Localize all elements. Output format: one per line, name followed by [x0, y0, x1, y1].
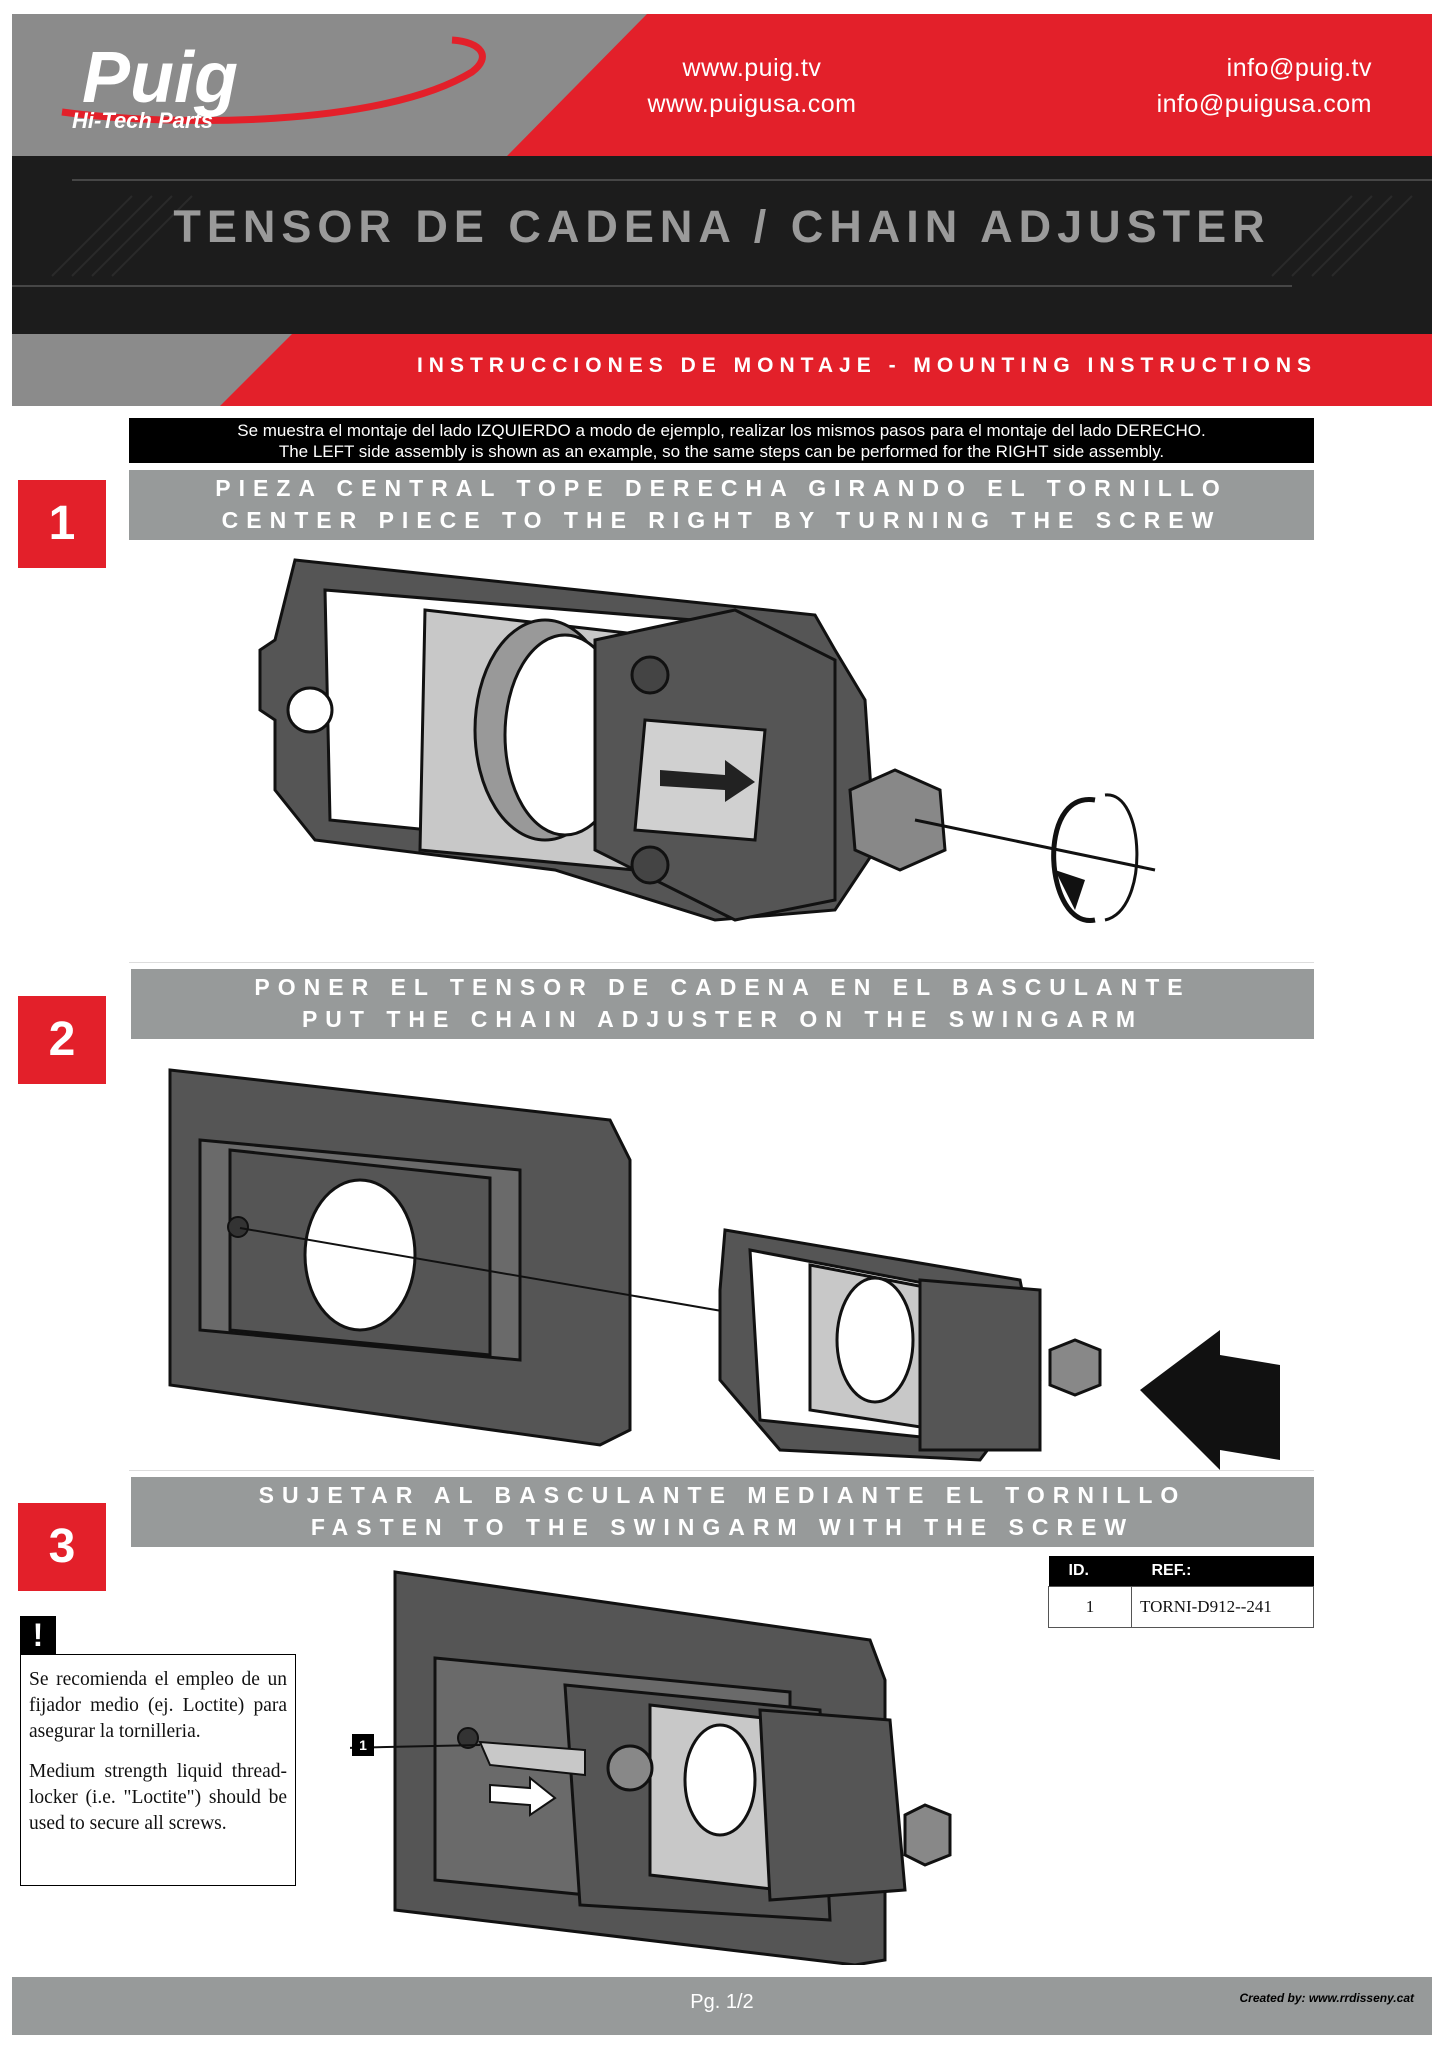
step-2-heading: PONER EL TENSOR DE CADENA EN EL BASCULAN…	[131, 969, 1314, 1039]
step-3-heading: SUJETAR AL BASCULANTE MEDIANTE EL TORNIL…	[131, 1477, 1314, 1547]
step-3-es: SUJETAR AL BASCULANTE MEDIANTE EL TORNIL…	[258, 1482, 1187, 1508]
step-3-illustration	[350, 1570, 952, 1965]
step-3-en: FASTEN TO THE SWINGARM WITH THE SCREW	[310, 1514, 1135, 1540]
screw-icon	[478, 1740, 586, 1777]
fasten-arrow-icon	[489, 1775, 557, 1817]
warning-text-es: Se recomienda el empleo de un fijador me…	[29, 1669, 287, 1742]
bolt-icon	[1048, 1338, 1102, 1397]
step-1-en: CENTER PIECE TO THE RIGHT BY TURNING THE…	[221, 507, 1222, 533]
step-separator	[129, 1470, 1314, 1471]
step-separator	[129, 962, 1314, 963]
logo-tagline: Hi-Tech Parts	[72, 108, 213, 133]
step-3-number: 3	[18, 1503, 106, 1591]
email-puig[interactable]: info@puig.tv	[1226, 54, 1372, 82]
website-puig[interactable]: www.puig.tv	[682, 54, 822, 82]
credit: Created by: www.rrdisseny.cat	[1239, 1991, 1414, 2005]
page-subtitle: INSTRUCCIONES DE MONTAJE - MOUNTING INST…	[416, 354, 1318, 377]
direction-arrow-icon	[660, 760, 755, 802]
step-2-number: 2	[18, 996, 106, 1084]
ref-header-ref: REF.:	[1131, 1556, 1314, 1587]
callout-label: 1	[352, 1734, 374, 1756]
header-red-panel	[507, 14, 1432, 156]
page-number: Pg. 1/2	[690, 1991, 754, 2013]
insert-arrow-icon	[1140, 1330, 1280, 1470]
puig-logo: Puig Hi-Tech Parts	[61, 36, 486, 133]
warning-icon: !	[20, 1616, 56, 1654]
logo-wordmark: Puig	[82, 38, 238, 118]
title-band: TENSOR DE CADENA / CHAIN ADJUSTER	[12, 156, 1432, 334]
step-1-es: PIEZA CENTRAL TOPE DERECHA GIRANDO EL TO…	[215, 475, 1228, 501]
subtitle-band: INSTRUCCIONES DE MONTAJE - MOUNTING INST…	[12, 334, 1432, 406]
reference-table: ID. REF.: 1 TORNI-D912--241	[1048, 1556, 1314, 1628]
warning-box: Se recomienda el empleo de un fijador me…	[20, 1654, 296, 1886]
ref-code: TORNI-D912--241	[1131, 1586, 1314, 1628]
warning-text-en: Medium strength liquid thread-locker (i.…	[29, 1761, 287, 1834]
email-puigusa[interactable]: info@puigusa.com	[1156, 90, 1372, 118]
bolt-icon	[848, 768, 947, 872]
note-line-es: Se muestra el montaje del lado IZQUIERDO…	[237, 421, 1206, 440]
page-title: TENSOR DE CADENA / CHAIN ADJUSTER	[173, 201, 1271, 252]
step-2-en: PUT THE CHAIN ADJUSTER ON THE SWINGARM	[301, 1006, 1144, 1032]
step-2-illustration	[168, 1068, 1280, 1470]
subtitle-red-panel	[220, 334, 1432, 406]
title-stripes	[12, 179, 1432, 287]
ref-header-id: ID.	[1048, 1556, 1132, 1587]
header-banner: Puig Hi-Tech Parts www.puig.tv www.puigu…	[12, 14, 1432, 156]
footer: Pg. 1/2 Created by: www.rrdisseny.cat	[12, 1977, 1432, 2035]
step-2-es: PONER EL TENSOR DE CADENA EN EL BASCULAN…	[254, 974, 1191, 1000]
table-row: 1 TORNI-D912--241	[1048, 1586, 1314, 1628]
bolt-icon	[903, 1803, 952, 1867]
ref-id: 1	[1048, 1586, 1132, 1628]
step-1-heading: PIEZA CENTRAL TOPE DERECHA GIRANDO EL TO…	[129, 470, 1314, 540]
website-puigusa[interactable]: www.puigusa.com	[647, 90, 857, 118]
assembly-note: Se muestra el montaje del lado IZQUIERDO…	[129, 418, 1314, 463]
rotate-arrow-icon	[1051, 797, 1096, 923]
note-line-en: The LEFT side assembly is shown as an ex…	[278, 442, 1165, 461]
step-1-illustration	[258, 558, 1156, 923]
step-1-number: 1	[18, 480, 106, 568]
